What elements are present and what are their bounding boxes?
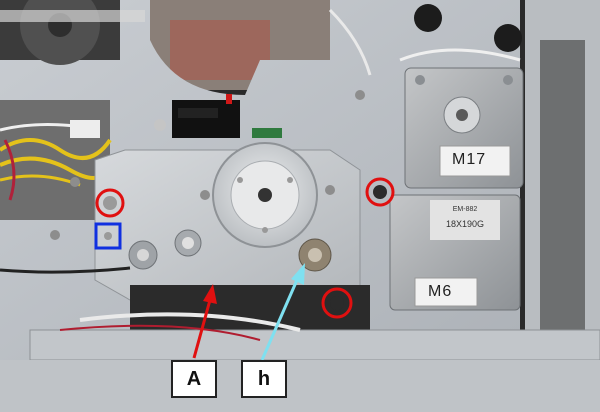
pcb-strip — [252, 128, 282, 138]
arrow-a — [192, 284, 217, 359]
callout-label-h: h — [241, 360, 287, 398]
square-marker — [94, 222, 122, 250]
m6-print-plate — [430, 200, 500, 240]
screw-marker-right-lower — [321, 287, 353, 319]
motor-label-m6: M6 — [428, 283, 453, 300]
m6-tag — [414, 277, 478, 307]
lower-rail — [29, 329, 600, 361]
micro-switch — [172, 100, 240, 138]
motor-print-m6-line2: 18X190G — [445, 219, 485, 229]
motor-label-m17: M17 — [452, 151, 487, 168]
screw-marker-right-upper — [365, 177, 395, 207]
bottom-frame — [0, 360, 600, 412]
connector — [70, 120, 100, 138]
m17-tag — [439, 145, 511, 177]
screw-marker-left — [95, 188, 125, 218]
motor-print-m6: EM-882 18X190G — [432, 206, 498, 229]
callout-label-a: A — [171, 360, 217, 398]
arrow-h — [260, 263, 305, 361]
motor-print-m6-line1: EM-882 — [452, 206, 478, 213]
